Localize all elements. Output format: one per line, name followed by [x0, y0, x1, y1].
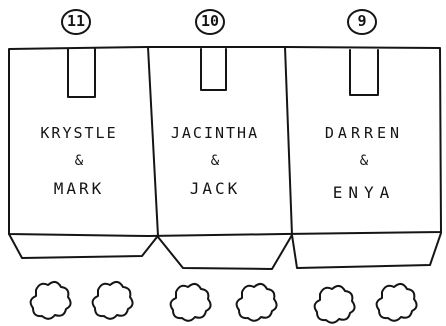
box-flap: [9, 234, 157, 258]
flower-icon: [237, 284, 277, 321]
flower-icon: [171, 284, 211, 321]
box-number: 11: [60, 14, 92, 29]
box-divider: [285, 47, 292, 235]
box-ampersand: &: [12, 154, 146, 168]
box-number: 9: [346, 14, 378, 29]
box-ampersand: &: [284, 154, 444, 168]
box-ampersand: &: [148, 154, 282, 168]
flower-icon: [93, 282, 133, 319]
flower-icon: [377, 284, 417, 321]
box-name-first: JACINTHA: [148, 126, 282, 141]
box-slot-icon: [201, 49, 226, 90]
box-number: 10: [194, 14, 226, 29]
box-name-second: ENYA: [284, 185, 444, 201]
box-flap: [158, 235, 292, 269]
box-name-first: DARREN: [284, 126, 444, 141]
flower-icon: [31, 282, 71, 319]
flower-icon: [315, 286, 355, 323]
box-flap: [292, 233, 441, 268]
box-slot-icon: [68, 49, 95, 97]
box-name-first: KRYSTLE: [12, 126, 146, 141]
box-name-second: JACK: [148, 181, 282, 197]
box-divider: [148, 47, 158, 236]
box-name-second: MARK: [12, 181, 146, 197]
box-slot-icon: [350, 50, 378, 95]
